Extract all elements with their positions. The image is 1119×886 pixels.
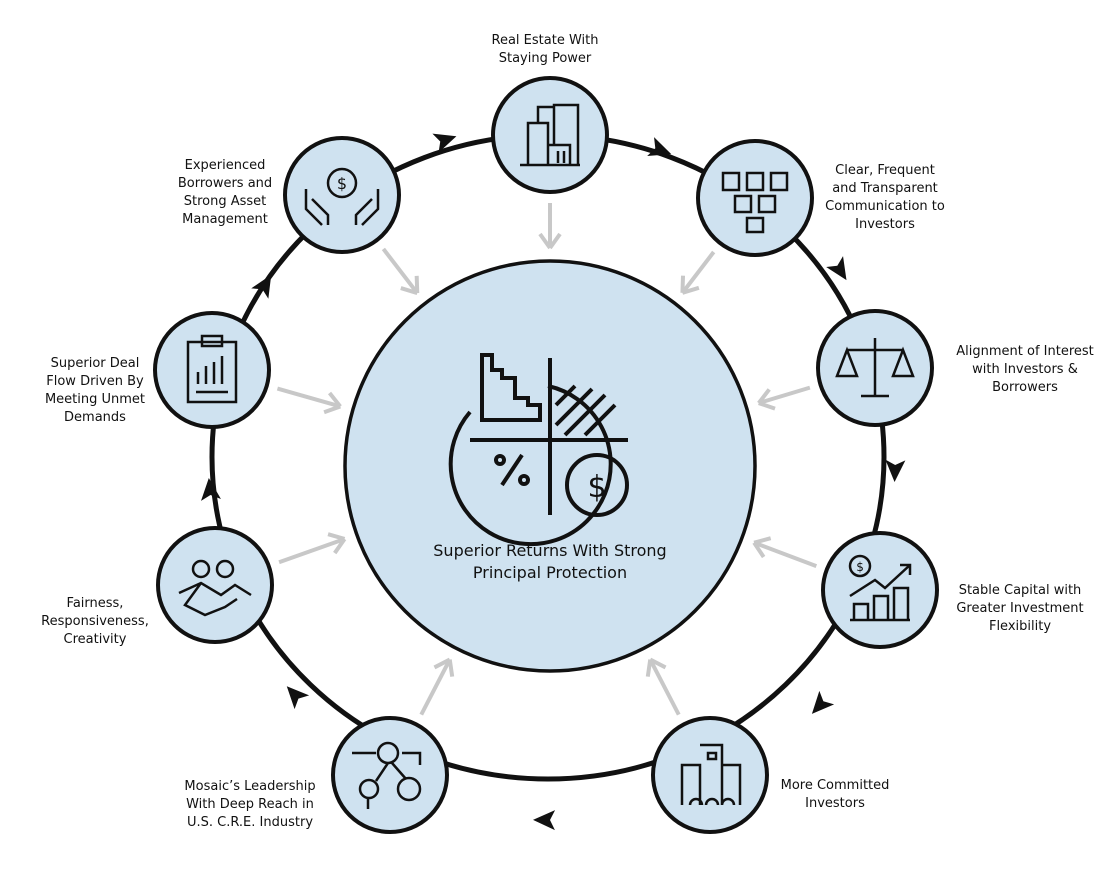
influence-arrow xyxy=(278,532,347,565)
influence-arrow xyxy=(276,386,342,415)
label-line: Demands xyxy=(64,410,126,425)
label-line: U.S. C.R.E. Industry xyxy=(186,815,314,830)
label-line: Clear, Frequent xyxy=(835,163,935,178)
scales-icon xyxy=(835,338,915,398)
influence-arrow xyxy=(680,250,716,295)
flow-arrowhead xyxy=(286,686,310,710)
label-line: Creativity xyxy=(63,632,127,647)
svg-text:$: $ xyxy=(587,470,606,505)
node-deal-flow xyxy=(153,311,271,429)
clipboard-chart-icon xyxy=(186,334,238,404)
node-alignment xyxy=(816,309,934,427)
org-chart-icon xyxy=(721,171,789,234)
flow-arrowhead xyxy=(201,478,221,501)
label-line: with Investors & xyxy=(972,362,1078,377)
buildings-icon xyxy=(520,103,580,167)
flow-arrowhead xyxy=(885,459,906,482)
influence-arrow xyxy=(538,203,562,250)
hands-dollar-icon: $ xyxy=(304,167,380,226)
label-line: Borrowers xyxy=(992,380,1058,395)
node-stable-capital: $ xyxy=(821,531,939,649)
label-line: Experienced xyxy=(184,158,266,173)
svg-text:$: $ xyxy=(337,174,347,193)
office-people-icon xyxy=(680,743,742,806)
label-line: and Transparent xyxy=(832,181,938,196)
label-line: Fairness, xyxy=(66,596,124,611)
label-line: With Deep Reach in xyxy=(186,797,314,812)
label-line: Investors xyxy=(855,217,915,232)
flow-arrowhead xyxy=(251,274,272,299)
growth-coins-icon: $ xyxy=(848,554,912,622)
node-communication xyxy=(696,139,814,257)
node-real-estate xyxy=(491,76,609,194)
label-line: Stable Capital with xyxy=(958,583,1082,598)
flow-arrowhead xyxy=(647,137,672,156)
label-line: Flow Driven By xyxy=(46,374,144,389)
label-line: Management xyxy=(182,212,268,227)
flow-arrowhead xyxy=(432,133,457,153)
flow-arrowhead xyxy=(811,690,835,714)
flow-arrowhead xyxy=(533,810,556,831)
label-line: Mosaic’s Leadership xyxy=(184,779,316,794)
node-committed-investors xyxy=(651,716,769,834)
label-line: Staying Power xyxy=(498,51,592,66)
label-line: More Committed xyxy=(780,778,890,793)
node-fairness xyxy=(156,526,274,644)
center-title: Superior Returns With Strong Principal P… xyxy=(370,540,730,584)
label-line: Flexibility xyxy=(988,619,1052,634)
label-line: Real Estate With xyxy=(491,33,599,48)
pie-chart-dollar-icon: $ xyxy=(448,353,629,547)
label-line: Alignment of Interest xyxy=(956,344,1094,359)
label-line: Investors xyxy=(805,796,865,811)
center-title-line: Principal Protection xyxy=(472,563,628,582)
label-line: Borrowers and xyxy=(177,176,273,191)
influence-arrow xyxy=(752,536,818,568)
label-line: Meeting Unmet xyxy=(44,392,146,407)
label-fairness: Fairness, Responsiveness, Creativity xyxy=(20,595,170,649)
influence-arrow xyxy=(419,657,455,716)
handshake-icon xyxy=(178,559,252,617)
label-alignment: Alignment of Interest with Investors & Bor… xyxy=(935,343,1115,397)
influence-arrow xyxy=(381,247,420,295)
label-line: Superior Deal xyxy=(50,356,140,371)
label-line: Communication to xyxy=(825,199,945,214)
influence-arrow xyxy=(645,657,681,716)
svg-text:$: $ xyxy=(856,560,864,574)
center-title-line: Superior Returns With Strong xyxy=(433,541,667,560)
node-borrowers: $ xyxy=(283,136,401,254)
network-people-icon xyxy=(352,741,422,809)
influence-arrow xyxy=(757,385,811,411)
label-line: Greater Investment xyxy=(956,601,1084,616)
label-line: Responsiveness, xyxy=(41,614,149,629)
flow-arrowhead xyxy=(826,256,847,281)
node-leadership xyxy=(331,716,449,834)
label-line: Strong Asset xyxy=(183,194,267,209)
